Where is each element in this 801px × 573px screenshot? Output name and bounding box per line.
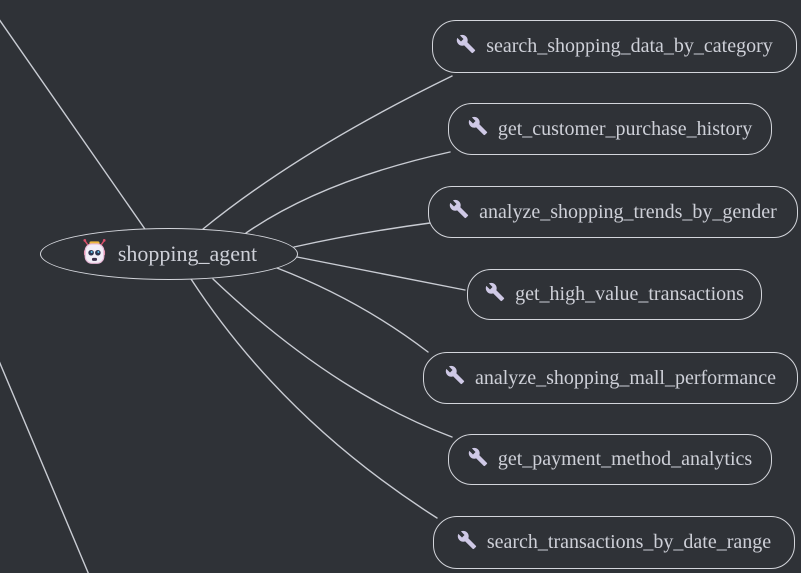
tool-node-analyze-shopping-trends-by-gender[interactable]: analyze_shopping_trends_by_gender [428,186,798,238]
wrench-icon [468,116,488,142]
wrench-icon [485,282,505,308]
edge-parent-to-agent [0,19,148,233]
tool-node-label: search_shopping_data_by_category [486,35,773,57]
tool-node-get-payment-method-analytics[interactable]: get_payment_method_analytics [448,434,772,485]
edge-agent-to-tool-3 [296,256,466,291]
wrench-icon [445,365,465,391]
tool-node-get-customer-purchase-history[interactable]: get_customer_purchase_history [448,103,772,155]
tool-node-label: analyze_shopping_mall_performance [475,366,776,389]
tool-node-label: analyze_shopping_trends_by_gender [479,200,777,223]
edge-agent-to-tool-2 [293,222,431,248]
tool-node-label: get_high_value_transactions [515,283,744,305]
edge-agent-to-tool-5 [212,278,453,438]
tool-node-get-high-value-transactions[interactable]: get_high_value_transactions [467,269,762,320]
tool-node-analyze-shopping-mall-performance[interactable]: analyze_shopping_mall_performance [423,352,798,404]
edge-agent-to-tool-1 [245,151,451,234]
wrench-icon [457,530,477,556]
wrench-icon [468,447,488,473]
edge-agent-to-tool-0 [202,75,453,230]
tool-node-search-transactions-by-date-range[interactable]: search_transactions_by_date_range [433,516,795,569]
agent-node-shopping-agent[interactable]: shopping_agent [40,228,298,280]
wrench-icon [456,34,476,60]
edge-offscreen [0,361,89,573]
robot-icon [81,238,108,271]
agent-node-label: shopping_agent [117,241,258,266]
edge-agent-to-tool-4 [276,267,429,353]
tool-node-label: get_customer_purchase_history [497,117,753,140]
edge-agent-to-tool-6 [190,278,438,519]
tool-node-label: get_payment_method_analytics [497,448,753,470]
tool-node-label: search_transactions_by_date_range [486,531,772,553]
wrench-icon [449,199,469,225]
tool-node-search-shopping-data-by-category[interactable]: search_shopping_data_by_category [432,20,797,73]
